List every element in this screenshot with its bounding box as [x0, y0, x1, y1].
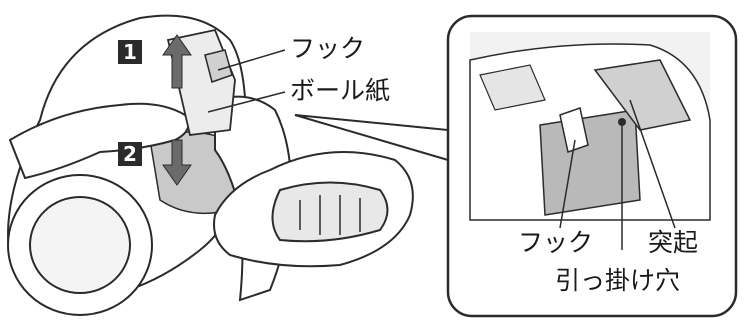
leader-hook-main [217, 49, 286, 71]
leader-hook-detail [559, 139, 576, 229]
label-hook-main: フック [290, 34, 366, 63]
dust-tray [213, 151, 414, 268]
leader-protrusion [629, 99, 676, 229]
detail-illustration [469, 32, 711, 221]
vacuum-wheel [7, 174, 153, 316]
label-paper-main: ボール紙 [290, 76, 391, 105]
step-2-badge: 2 [118, 142, 142, 166]
step-1-badge: 1 [118, 40, 142, 64]
label-protrusion: 突起 [648, 228, 699, 257]
arrow-up [162, 34, 192, 89]
label-hole: 引っ掛け穴 [555, 266, 681, 295]
leader-paper-main [207, 91, 286, 113]
label-hook-detail: フック [518, 228, 594, 257]
hook-part [204, 49, 233, 83]
arrow-down [162, 139, 192, 186]
